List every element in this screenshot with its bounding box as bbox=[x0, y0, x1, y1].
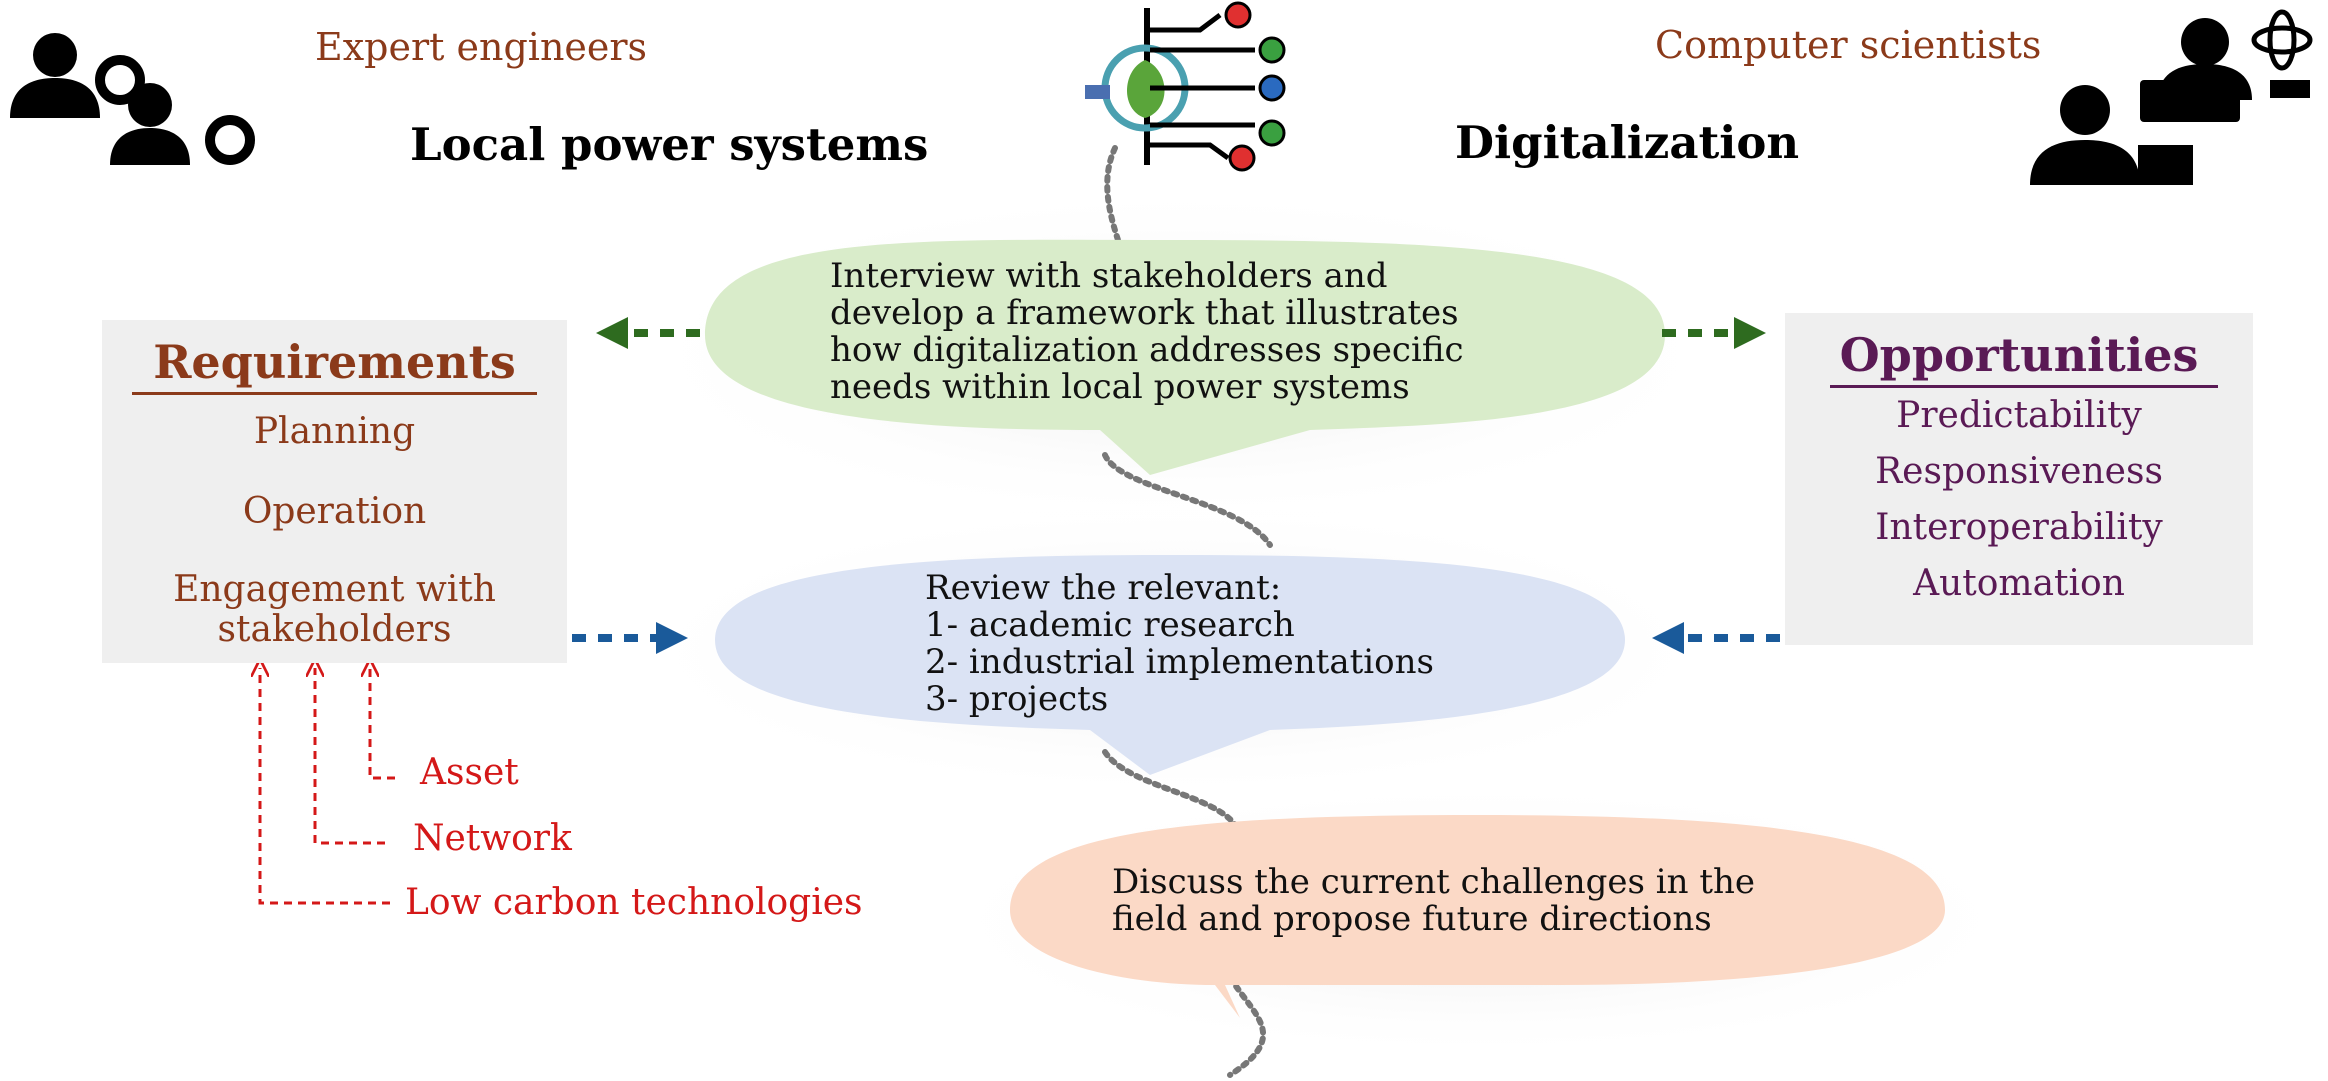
review-line: 3- projects bbox=[925, 679, 1109, 719]
local-power-systems-title: Local power systems bbox=[410, 118, 929, 171]
digitalization-title: Digitalization bbox=[1455, 116, 1800, 169]
discuss-line: Discuss the current challenges in the bbox=[1112, 862, 1756, 902]
interview-line: Interview with stakeholders and bbox=[830, 256, 1388, 296]
opportunity-item: Interoperability bbox=[1875, 507, 2163, 548]
review-line: 1- academic research bbox=[925, 605, 1295, 645]
computer-scientists-label: Computer scientists bbox=[1655, 23, 2042, 67]
discuss-line: field and propose future directions bbox=[1112, 899, 1712, 939]
asset-label: Asset bbox=[420, 752, 519, 793]
engineers-gear-icon bbox=[10, 33, 255, 165]
interview-line: how digitalization addresses specific bbox=[830, 330, 1464, 370]
scientists-computer-icon bbox=[2030, 9, 2313, 185]
requirement-item: Operation bbox=[242, 491, 427, 532]
interview-line: develop a framework that illustrates bbox=[830, 293, 1459, 333]
requirement-item: Engagement with bbox=[173, 569, 496, 610]
low-carbon-connector bbox=[260, 668, 390, 905]
network-connector bbox=[315, 668, 385, 845]
opportunity-item: Predictability bbox=[1896, 395, 2142, 436]
asset-connector bbox=[370, 668, 395, 780]
process-dotted-path bbox=[1102, 145, 1273, 1078]
opportunities-title: Opportunities bbox=[1839, 328, 2199, 382]
opportunity-item: Responsiveness bbox=[1875, 451, 2163, 492]
low-carbon-technologies-label: Low carbon technologies bbox=[405, 882, 863, 923]
requirement-item: Planning bbox=[253, 411, 416, 452]
discuss-bubble bbox=[1010, 815, 1945, 1018]
digital-plug-leaf-icon bbox=[1085, 1, 1286, 172]
requirements-title: Requirements bbox=[153, 335, 516, 389]
expert-engineers-label: Expert engineers bbox=[315, 25, 648, 69]
opportunity-item: Automation bbox=[1913, 563, 2125, 604]
interview-bubble bbox=[705, 239, 1665, 475]
requirement-item: stakeholders bbox=[217, 609, 452, 650]
interview-line: needs within local power systems bbox=[830, 367, 1410, 407]
opportunities-rule bbox=[1830, 385, 2218, 388]
network-label: Network bbox=[413, 818, 572, 859]
opportunities-panel: Opportunities Predictability Responsiven… bbox=[1785, 313, 2253, 645]
review-bubble-text: Review the relevant:1- academic research… bbox=[925, 570, 1434, 718]
review-line: Review the relevant: bbox=[925, 568, 1282, 608]
review-bubble bbox=[715, 555, 1625, 775]
requirements-rule bbox=[132, 392, 537, 395]
review-line: 2- industrial implementations bbox=[925, 642, 1434, 682]
requirements-panel: Requirements Planning Operation Engageme… bbox=[102, 320, 567, 663]
